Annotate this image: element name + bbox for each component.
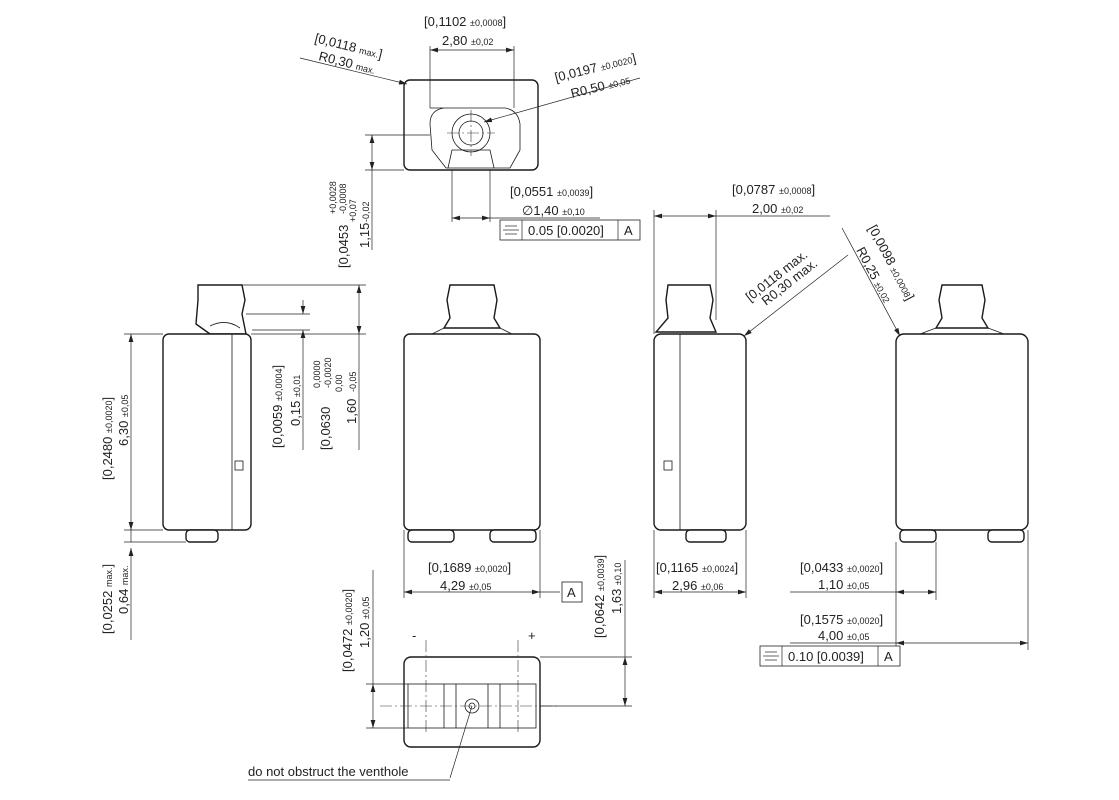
svg-text:-0,0008: -0,0008 (338, 183, 348, 214)
dim-shoulder: [0,0059 ±0,0004] 0,15 ±0,01 (246, 300, 310, 450)
dim-foot-height: [0,0252 max.] 0,64 max. (100, 530, 186, 640)
svg-text:A: A (884, 649, 893, 664)
svg-text:0,00: 0,00 (334, 374, 344, 392)
svg-text:6,30 ±0,05: 6,30 ±0,05 (116, 395, 131, 446)
svg-text:[0,1165 ±0,0024]: [0,1165 ±0,0024] (656, 560, 738, 575)
svg-text:[0,0252 max.]: [0,0252 max.] (100, 564, 115, 634)
svg-text:4,29 ±0,05: 4,29 ±0,05 (440, 578, 491, 593)
svg-text:+: + (528, 628, 536, 643)
svg-text:1,20 ±0,05: 1,20 ±0,05 (357, 597, 372, 648)
svg-text:2,80 ±0,02: 2,80 ±0,02 (442, 33, 493, 48)
front-view (403, 284, 541, 543)
svg-text:0.10 [0.0039]: 0.10 [0.0039] (788, 649, 864, 664)
top-view (403, 79, 539, 171)
svg-text:[0,1102 ±0,0008]: [0,1102 ±0,0008] (424, 14, 506, 29)
svg-text:+0,07: +0,07 (348, 199, 358, 222)
dim-terminal-width: [0,0433 ±0,0020] 1,10 ±0,05 (790, 542, 937, 600)
side-view-left (162, 284, 252, 543)
dim-side-width: [0,1165 ±0,0024] 2,96 ±0,06 (653, 530, 747, 598)
bottom-view: - + (380, 628, 560, 748)
venthole-note: do not obstruct the venthole (248, 705, 473, 781)
svg-text:2,00 ±0,02: 2,00 ±0,02 (752, 201, 803, 216)
dim-corner-radius-side: [0,0118 max. R0,30 max. (743, 247, 849, 337)
dim-bottom-height: [0,0472 ±0,0020] 1,20 ±0,05 (340, 570, 408, 729)
svg-text:[0,0630: [0,0630 (318, 407, 333, 450)
svg-text:[0,0642 ±0,0039]: [0,0642 ±0,0039] (592, 555, 607, 638)
svg-text:A: A (567, 585, 576, 600)
svg-text:[0,0453: [0,0453 (336, 225, 351, 268)
svg-text:[0,0433 ±0,0020]: [0,0433 ±0,0020] (800, 560, 883, 575)
svg-text:[0,0472 ±0,0020]: [0,0472 ±0,0020] (340, 589, 355, 672)
svg-text:0,64 max.: 0,64 max. (116, 566, 131, 614)
svg-text:[0,0059 ±0,0004]: [0,0059 ±0,0004] (270, 365, 285, 448)
svg-text:[0,1689 ±0,0020]: [0,1689 ±0,0020] (428, 560, 511, 575)
svg-text:[0,0787 ±0,0008]: [0,0787 ±0,0008] (732, 182, 815, 197)
svg-text:[0,2480 ±0,0020]: [0,2480 ±0,0020] (100, 397, 115, 480)
svg-text:0,15 ±0,01: 0,15 ±0,01 (288, 375, 303, 426)
svg-text:-0,02: -0,02 (361, 201, 371, 222)
rear-view (895, 284, 1029, 543)
dim-cap-height: [0,0453 +0,0028 -0,0008 1,15 +0,07 -0,02 (328, 134, 430, 268)
svg-text:0,0000: 0,0000 (312, 360, 322, 388)
svg-text:[0,1575 ±0,0020]: [0,1575 ±0,0020] (800, 612, 883, 627)
dim-top-width: [0,1102 ±0,0008] 2,80 ±0,02 (424, 14, 515, 108)
svg-text:2,96 ±0,06: 2,96 ±0,06 (672, 578, 723, 593)
svg-text:1,60: 1,60 (344, 399, 359, 424)
svg-text:0.05 [0.0020]: 0.05 [0.0020] (528, 223, 604, 238)
dim-depth: [0,0787 ±0,0008] 2,00 ±0,02 (653, 182, 830, 334)
svg-text:1,10 ±0,05: 1,10 ±0,05 (818, 577, 869, 592)
svg-text:1,15: 1,15 (357, 223, 372, 248)
dim-rear-width: [0,1575 ±0,0020] 4,00 ±0,05 0.10 [0.0039… (759, 530, 1029, 667)
svg-text:∅1,40 ±0,10: ∅1,40 ±0,10 (522, 203, 585, 218)
dim-cap-total: [0,0630 0,0000 -0,0020 1,60 0,00 -0,05 (242, 284, 366, 450)
side-view-right (653, 284, 747, 543)
dim-body-height: [0,2480 ±0,0020] 6,30 ±0,05 (100, 333, 163, 531)
svg-text:-0,0020: -0,0020 (323, 357, 333, 388)
svg-text:+0,0028: +0,0028 (328, 181, 338, 214)
svg-text:do not obstruct the venthole: do not obstruct the venthole (248, 764, 408, 779)
svg-text:-: - (412, 628, 416, 643)
dim-vent-diameter: [0,0551 ±0,0039] ∅1,40 ±0,10 0.05 [0.002… (451, 170, 641, 241)
svg-text:[0,0551 ±0,0039]: [0,0551 ±0,0039] (510, 184, 593, 199)
dim-edge-radius: [0,0098 ±0,0008] R0,25 ±0,02 (841, 222, 918, 337)
svg-text:4,00 ±0,05: 4,00 ±0,05 (818, 628, 869, 643)
svg-text:A: A (624, 223, 633, 238)
dim-corner-radius-top: [0,0118 max.] R0,30 max. (299, 30, 408, 85)
svg-text:-0,05: -0,05 (348, 371, 358, 392)
svg-text:1,63 ±0,10: 1,63 ±0,10 (609, 563, 624, 614)
dim-front-width: [0,1689 ±0,0020] 4,29 ±0,05 A (403, 530, 583, 603)
dim-pin-offset: [0,0642 ±0,0039] 1,63 ±0,10 (540, 555, 632, 707)
